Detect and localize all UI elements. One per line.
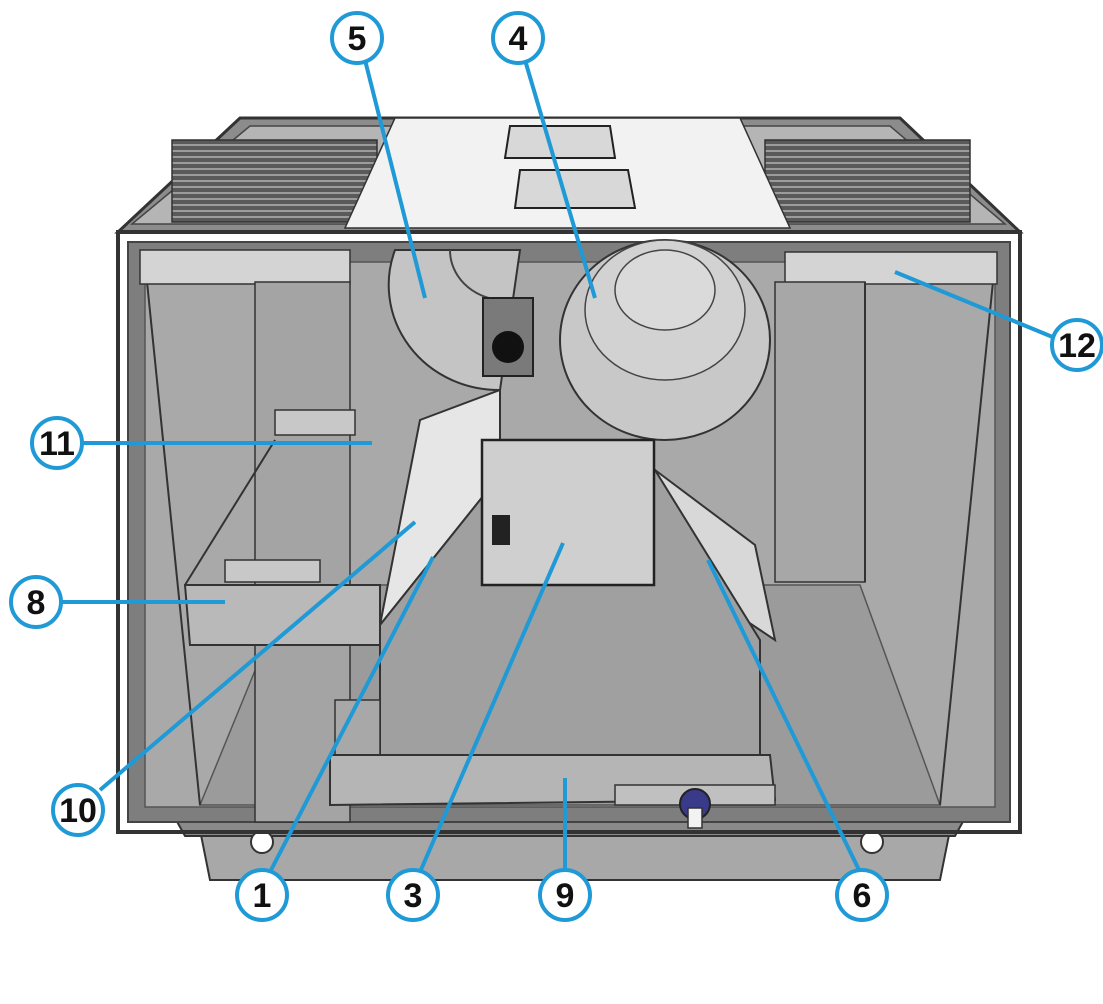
- extract-fan: [559, 239, 771, 441]
- svg-text:11: 11: [39, 425, 75, 463]
- filter-rails: [139, 249, 998, 285]
- callouts: 5 4 12 11 8 10 1 3: [9, 11, 1103, 922]
- right-grille: [764, 139, 971, 223]
- callout-6: 6: [835, 868, 889, 922]
- isolator-switch: [482, 297, 534, 377]
- leader-4: [523, 59, 597, 299]
- callout-12: 12: [1050, 318, 1103, 372]
- callout-3: 3: [386, 868, 440, 922]
- leader-3: [418, 542, 565, 873]
- svg-text:9: 9: [556, 877, 575, 915]
- svg-text:12: 12: [1058, 327, 1096, 365]
- drain-tray: [329, 754, 777, 829]
- leader-lines: [60, 59, 1056, 873]
- leader-5: [363, 59, 427, 299]
- svg-text:6: 6: [853, 877, 872, 915]
- right-section: [774, 281, 866, 583]
- unit-illustration: [114, 116, 1024, 881]
- svg-text:4: 4: [509, 20, 528, 58]
- svg-text:10: 10: [59, 792, 97, 830]
- callout-11: 11: [30, 416, 84, 470]
- svg-text:1: 1: [253, 877, 272, 915]
- callout-1: 1: [235, 868, 289, 922]
- svg-text:3: 3: [404, 877, 423, 915]
- svg-text:8: 8: [27, 584, 46, 622]
- callout-5: 5: [330, 11, 384, 65]
- leader-12: [894, 270, 1056, 340]
- callout-9: 9: [538, 868, 592, 922]
- callout-10: 10: [51, 783, 105, 837]
- leader-1: [268, 556, 435, 873]
- control-box: [480, 438, 656, 587]
- left-grille: [171, 139, 378, 223]
- leader-6: [706, 559, 862, 873]
- left-section: [183, 281, 381, 823]
- leader-10: [98, 520, 417, 792]
- callout-4: 4: [491, 11, 545, 65]
- callout-8: 8: [9, 575, 63, 629]
- top-cover: [114, 116, 1024, 234]
- svg-text:5: 5: [348, 20, 367, 58]
- heat-exchanger: [334, 388, 777, 756]
